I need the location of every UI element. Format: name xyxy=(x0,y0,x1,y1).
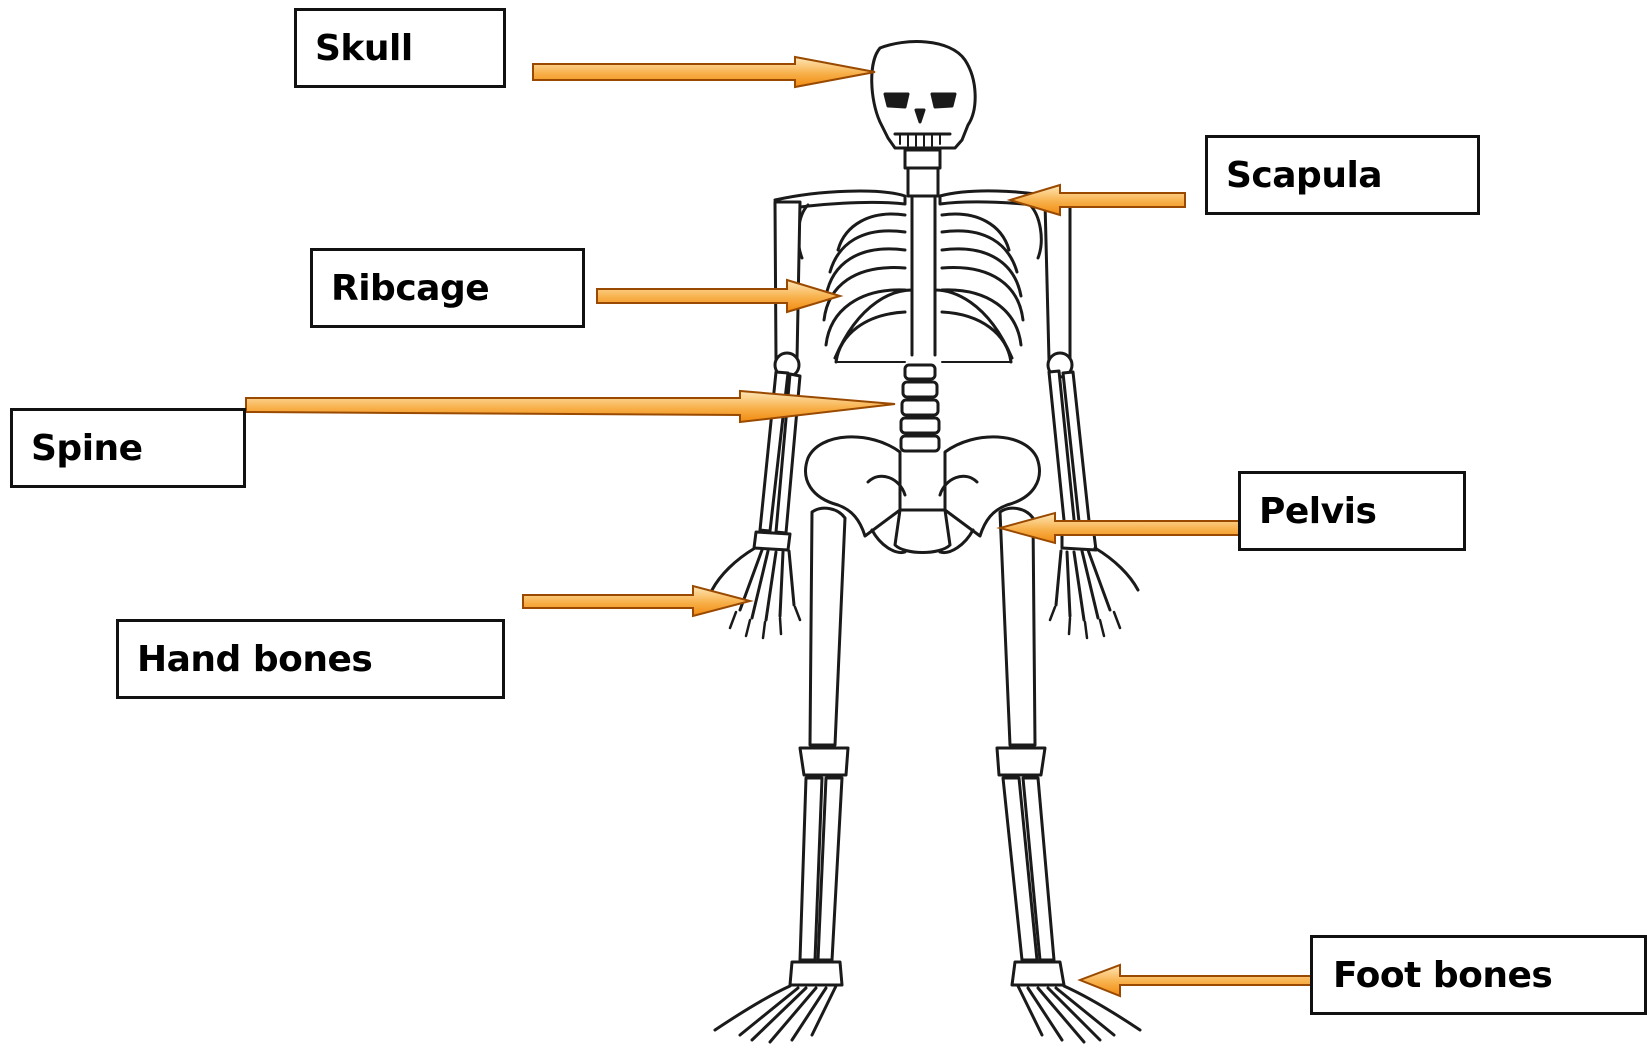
ribcage-bone xyxy=(824,198,1023,362)
skull-bone xyxy=(872,42,975,168)
label-spine-text: Spine xyxy=(31,428,143,469)
label-pelvis-text: Pelvis xyxy=(1259,491,1376,532)
label-hand-bones-text: Hand bones xyxy=(137,639,372,680)
label-skull-text: Skull xyxy=(315,28,413,69)
label-skull: Skull xyxy=(294,8,506,88)
hand-bones-arrow xyxy=(523,586,750,616)
label-ribcage: Ribcage xyxy=(310,248,585,328)
ribcage-arrow xyxy=(597,280,840,312)
label-hand-bones: Hand bones xyxy=(116,619,505,699)
label-foot-bones-text: Foot bones xyxy=(1333,955,1552,996)
neck-vertebrae xyxy=(908,168,938,196)
right-arm-bones xyxy=(1045,202,1096,550)
scapula-arrow xyxy=(1010,185,1185,215)
skull-arrow xyxy=(533,57,875,87)
label-spine: Spine xyxy=(10,408,246,488)
pelvis-arrow xyxy=(1000,513,1243,543)
label-scapula-text: Scapula xyxy=(1226,155,1382,196)
left-arm-bones xyxy=(754,202,800,550)
hand-bones xyxy=(712,548,800,638)
foot-bones xyxy=(1018,986,1140,1042)
left-leg-bones xyxy=(790,508,848,985)
foot-bones-arrow xyxy=(1080,965,1318,996)
left-foot-bones xyxy=(715,986,836,1042)
label-scapula: Scapula xyxy=(1205,135,1480,215)
right-leg-bones xyxy=(997,508,1064,985)
skeleton-figure xyxy=(712,42,1140,1042)
label-ribcage-text: Ribcage xyxy=(331,268,489,309)
right-hand-bones xyxy=(1050,548,1138,638)
spine-bone xyxy=(901,365,939,451)
label-foot-bones: Foot bones xyxy=(1310,935,1647,1015)
label-pelvis: Pelvis xyxy=(1238,471,1466,551)
